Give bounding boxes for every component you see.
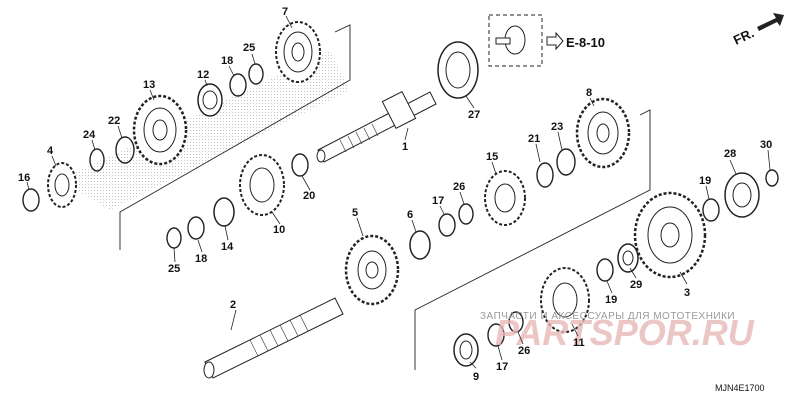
clip-26a[interactable] <box>458 203 474 225</box>
washer-21[interactable] <box>536 162 554 188</box>
callout-14[interactable]: 14 <box>221 241 234 253</box>
washer-17b[interactable] <box>487 323 505 347</box>
washer-20[interactable] <box>291 153 309 177</box>
lower-group-outline <box>414 109 651 370</box>
reference-box <box>488 14 543 67</box>
callout-30[interactable]: 30 <box>760 139 772 151</box>
watermark-text: ЗАПЧАСТИ И АКСЕССУАРЫ ДЛЯ МОТОТЕХНИКИ <box>480 311 735 322</box>
watermark-logo: PARTSPOR.RU <box>495 312 755 353</box>
bushing-14[interactable] <box>213 197 235 227</box>
gear-3[interactable] <box>633 191 707 279</box>
callout-25-lower[interactable]: 25 <box>168 263 180 275</box>
callout-29[interactable]: 29 <box>630 279 642 291</box>
callout-7[interactable]: 7 <box>282 6 288 18</box>
gear-11[interactable] <box>540 267 590 333</box>
clip-25a[interactable] <box>248 63 264 85</box>
bearing-9[interactable] <box>453 333 479 367</box>
clip-30[interactable] <box>765 169 779 187</box>
bearing-29[interactable] <box>617 243 639 273</box>
reference-code[interactable]: E-8-10 <box>566 35 605 50</box>
callout-24[interactable]: 24 <box>83 129 96 141</box>
callout-18-upper[interactable]: 18 <box>221 55 233 67</box>
washer-22[interactable] <box>115 136 135 164</box>
callout-18-lower[interactable]: 18 <box>195 253 207 265</box>
callout-23[interactable]: 23 <box>551 121 563 133</box>
callout-25-upper[interactable]: 25 <box>243 42 255 54</box>
reference-arrow-icon <box>546 31 564 51</box>
callout-17-upper[interactable]: 17 <box>432 195 444 207</box>
callout-16[interactable]: 16 <box>18 172 30 184</box>
callout-17-lower[interactable]: 17 <box>496 361 508 373</box>
washer-18a[interactable] <box>229 73 247 97</box>
callout-26-upper[interactable]: 26 <box>453 181 465 193</box>
washer-23[interactable] <box>556 148 576 176</box>
gear-7[interactable] <box>275 21 321 83</box>
clip-25b[interactable] <box>166 227 182 249</box>
gear-8[interactable] <box>575 97 631 169</box>
clip-26b[interactable] <box>508 311 524 333</box>
direction-label: FR. <box>731 25 756 47</box>
callout-2[interactable]: 2 <box>230 299 236 311</box>
gear-13[interactable] <box>132 94 188 166</box>
callout-21[interactable]: 21 <box>528 133 540 145</box>
callout-11[interactable]: 11 <box>573 337 585 349</box>
gear-4[interactable] <box>47 162 77 208</box>
callout-9[interactable]: 9 <box>473 371 479 383</box>
callout-15[interactable]: 15 <box>486 151 498 163</box>
callouts: 7 25 18 12 13 22 24 4 16 27 1 8 21 23 15… <box>18 6 772 383</box>
washer-17a[interactable] <box>438 213 456 237</box>
gear-10[interactable] <box>239 154 285 216</box>
callout-13[interactable]: 13 <box>143 79 155 91</box>
washer-16[interactable] <box>22 188 40 212</box>
callout-4[interactable]: 4 <box>47 145 54 157</box>
callout-3[interactable]: 3 <box>684 287 690 299</box>
washer-18b[interactable] <box>187 216 205 240</box>
callout-1[interactable]: 1 <box>402 141 408 153</box>
washer-19a[interactable] <box>702 198 720 222</box>
callout-26-lower[interactable]: 26 <box>518 345 530 357</box>
gear-15[interactable] <box>484 170 526 226</box>
bearing-12[interactable] <box>197 83 223 117</box>
upper-group-outline <box>119 24 351 250</box>
diagram-code: MJN4E1700 <box>715 383 765 393</box>
callout-27[interactable]: 27 <box>468 109 480 121</box>
reference-part-icon <box>495 25 526 55</box>
shaft-2[interactable] <box>203 297 344 379</box>
callout-28[interactable]: 28 <box>724 148 736 160</box>
callout-5[interactable]: 5 <box>352 207 358 219</box>
bearing-27[interactable] <box>437 41 479 99</box>
callout-19-lower[interactable]: 19 <box>605 294 617 306</box>
washer-19b[interactable] <box>596 258 614 282</box>
callout-10[interactable]: 10 <box>273 224 285 236</box>
callout-6[interactable]: 6 <box>407 209 413 221</box>
callout-8[interactable]: 8 <box>586 87 592 99</box>
bearing-28[interactable] <box>724 172 760 218</box>
callout-22[interactable]: 22 <box>108 115 120 127</box>
washer-24[interactable] <box>89 148 105 172</box>
bushing-6[interactable] <box>409 230 431 260</box>
shaded-region <box>60 50 350 210</box>
leader-lines <box>26 15 771 369</box>
gear-5[interactable] <box>344 234 400 306</box>
callout-19-right[interactable]: 19 <box>699 175 711 187</box>
shaft-1[interactable] <box>316 90 437 163</box>
direction-arrow-icon <box>757 13 784 31</box>
callout-12[interactable]: 12 <box>197 69 209 81</box>
callout-20[interactable]: 20 <box>303 190 315 202</box>
